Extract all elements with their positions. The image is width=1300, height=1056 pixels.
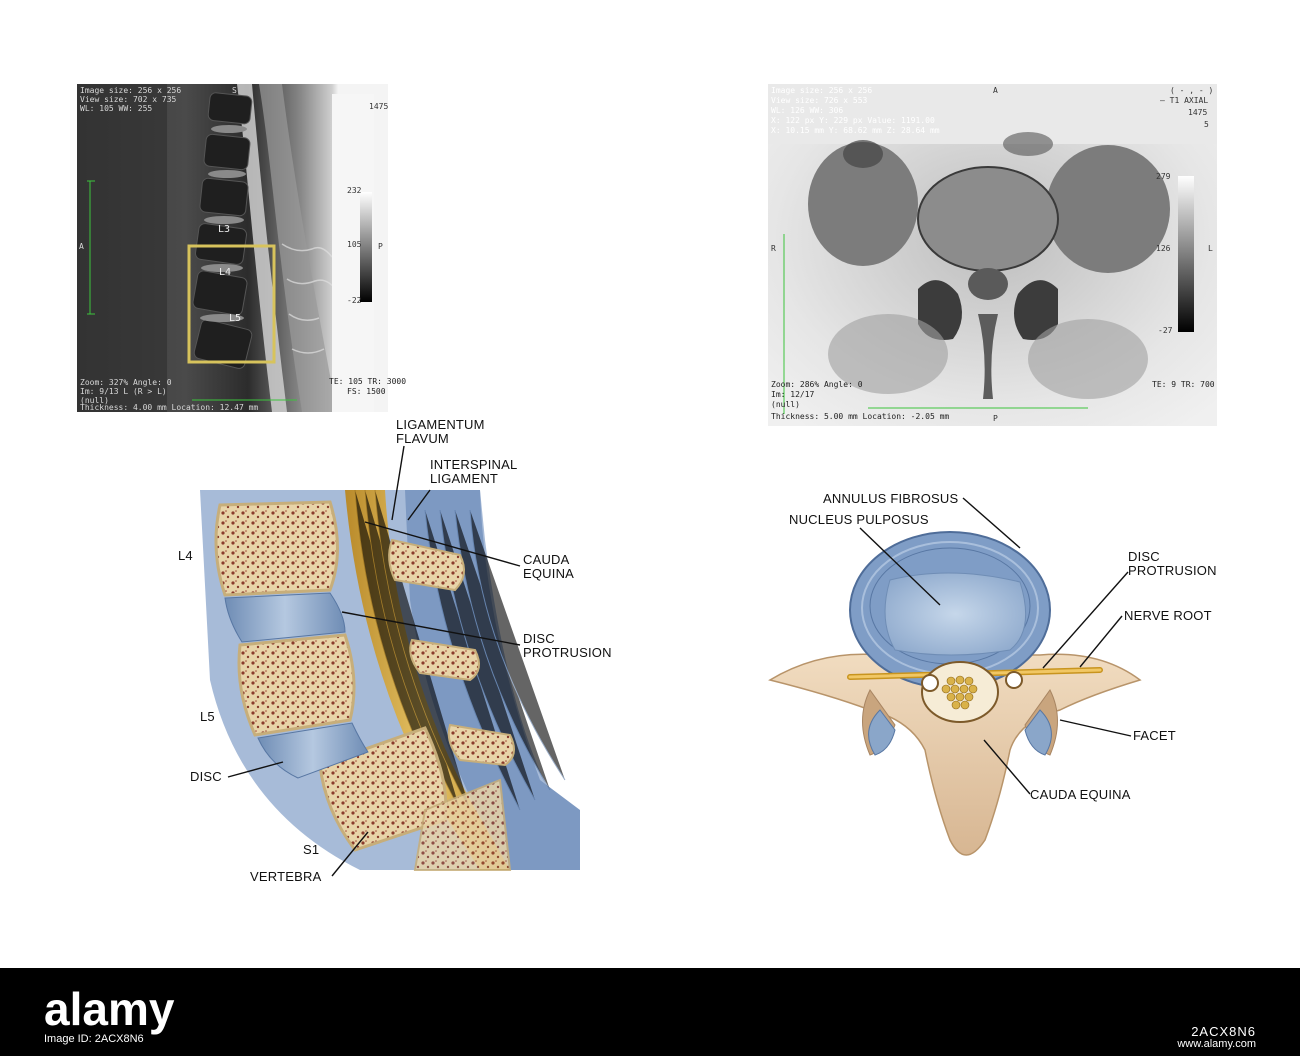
sagittal-header-line: WL: 105 WW: 255: [80, 104, 153, 113]
axial-params: TE: 9 TR: 700: [1152, 380, 1215, 389]
label-vertebra: VERTEBRA: [250, 869, 322, 884]
sagittal-right-marker: P: [378, 242, 383, 251]
axial-top-right-line: 1475: [1188, 108, 1208, 117]
sagittal-footer-line: Zoom: 327% Angle: 0: [80, 378, 172, 387]
sagittal-params-extra: FS: 1500: [347, 387, 386, 396]
axial-left-marker: R: [771, 244, 776, 253]
vertebra-label-l5: L5: [229, 313, 242, 324]
label-ligamentum-flavum: LIGAMENTUM FLAVUM: [396, 417, 485, 446]
axial-header-line: Image size: 256 x 256: [771, 86, 873, 95]
footer-image-id: Image ID: 2ACX8N6: [44, 1033, 144, 1045]
vertebra-label-l4: L4: [219, 267, 232, 278]
label-cauda-equina: CAUDA EQUINA: [523, 552, 575, 581]
label-s1: S1: [303, 842, 320, 857]
sagittal-footer-line: Thickness: 4.00 mm Location: 12.47 mm: [80, 403, 259, 412]
label-nerve-root: NERVE ROOT: [1124, 608, 1212, 623]
sagittal-scale-value: 232: [347, 186, 362, 195]
axial-top-right-line: ( - , - ): [1170, 86, 1214, 95]
label-nucleus-pulposus: NUCLEUS PULPOSUS: [789, 512, 929, 527]
sagittal-header-line: Image size: 256 x 256: [80, 86, 182, 95]
sagittal-leader-lines: [227, 445, 521, 877]
axial-leader-lines: [859, 497, 1132, 795]
sagittal-top-right-number: 1475: [369, 102, 389, 111]
axial-top-right-line: 5: [1204, 120, 1209, 129]
axial-scale-value: 279: [1156, 172, 1171, 181]
footer-bar: alamy: [0, 968, 1300, 1056]
label-annulus-fibrosus: ANNULUS FIBROSUS: [823, 491, 959, 506]
label-interspinal-ligament: INTERSPINAL LIGAMENT: [430, 457, 518, 486]
axial-vertebra-illustration: [768, 531, 1142, 856]
axial-footer-line: Thickness: 5.00 mm Location: -2.05 mm: [771, 412, 950, 421]
axial-footer-line: Im: 12/17: [771, 390, 815, 399]
highlight-box: [187, 244, 276, 364]
label-disc-protrusion: DISC PROTRUSION: [523, 631, 612, 660]
sagittal-footer-line: Im: 9/13 L (R > L): [80, 387, 167, 396]
sagittal-left-marker: A: [79, 242, 84, 251]
sagittal-header-line: View size: 702 x 735: [80, 95, 177, 104]
axial-mri-rendering: [768, 84, 1217, 426]
sagittal-footer-line: (null): [80, 396, 109, 405]
sagittal-top-marker: S: [232, 86, 237, 95]
sagittal-params: TE: 105 TR: 3000: [329, 377, 407, 386]
label-axial-cauda-equina: CAUDA EQUINA: [1030, 787, 1131, 802]
axial-bottom-marker: P: [993, 414, 998, 423]
sagittal-spine-illustration: [200, 489, 580, 871]
alamy-logo: alamy: [44, 983, 175, 1035]
vertebra-label-l3: L3: [218, 224, 231, 235]
axial-top-marker: A: [993, 86, 998, 95]
footer-code: 2ACX8N6: [1191, 1024, 1256, 1039]
axial-top-right-line: — T1 AXIAL: [1160, 96, 1209, 105]
label-disc: DISC: [190, 769, 222, 784]
axial-footer-line: (null): [771, 400, 800, 409]
label-l5: L5: [200, 709, 215, 724]
axial-header-line: View size: 726 x 553: [771, 96, 868, 105]
sagittal-scale-value: -22: [347, 296, 362, 305]
sagittal-mri-rendering: [77, 84, 388, 412]
axial-right-marker: L: [1208, 244, 1213, 253]
axial-mri-image: Image size: 256 x 256 View size: 726 x 5…: [768, 84, 1217, 426]
axial-header-line: X: 10.15 mm Y: 68.62 mm Z: 28.64 mm: [771, 126, 940, 135]
sagittal-scale-value: 105: [347, 240, 362, 249]
label-l4: L4: [178, 548, 193, 563]
axial-footer-line: Zoom: 286% Angle: 0: [771, 380, 863, 389]
axial-scale-value: -27: [1158, 326, 1173, 335]
footer-url: www.alamy.com: [1177, 1038, 1256, 1050]
label-facet: FACET: [1133, 728, 1176, 743]
label-axial-disc-protrusion: DISC PROTRUSION: [1128, 549, 1217, 578]
alamy-brand: alamy: [44, 983, 175, 1035]
axial-header-line: X: 122 px Y: 229 px Value: 1191.00: [771, 116, 935, 125]
axial-scale-value: 126: [1156, 244, 1171, 253]
sagittal-mri-image: Image size: 256 x 256 View size: 702 x 7…: [77, 84, 406, 412]
axial-header-line: WL: 126 WW: 306: [771, 106, 844, 115]
